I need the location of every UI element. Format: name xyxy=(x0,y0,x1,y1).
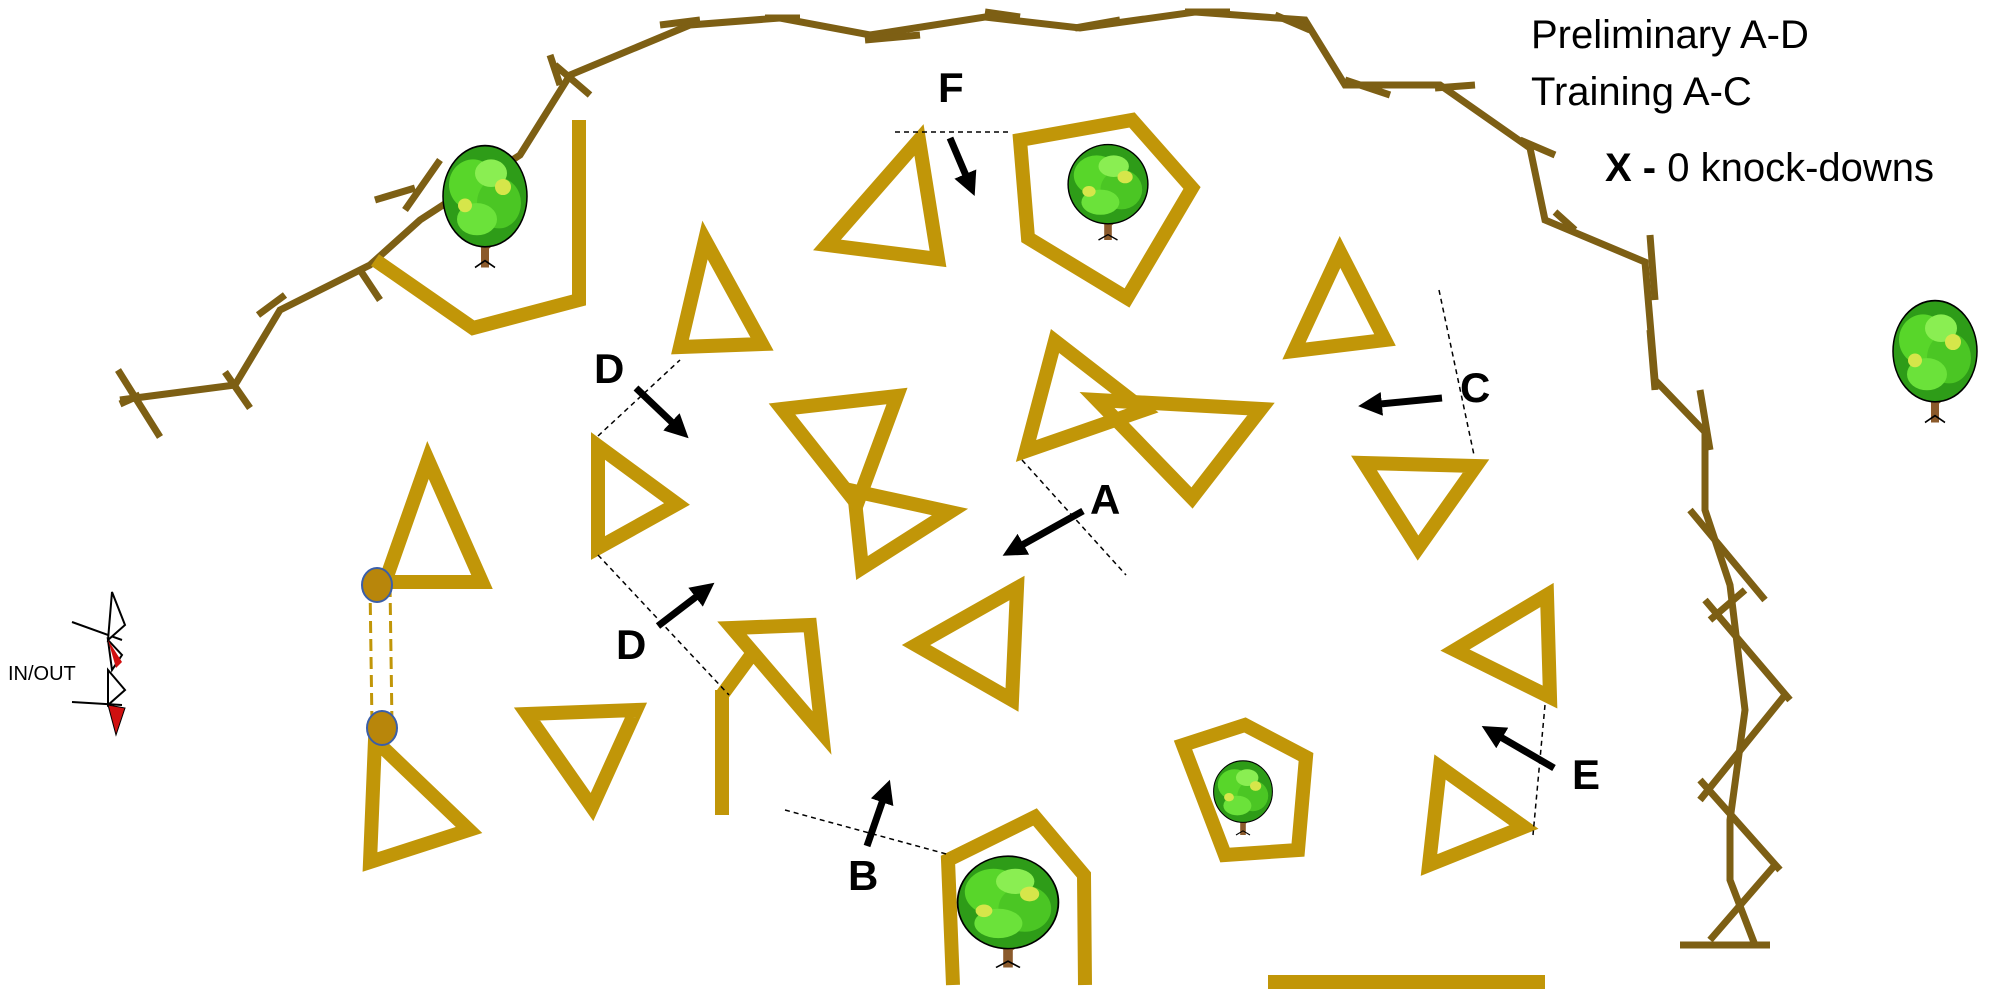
tree-icon xyxy=(958,856,1059,967)
gate-label-d-upper: D xyxy=(594,345,624,392)
jumps xyxy=(362,112,1558,989)
gate-label-b: B xyxy=(848,852,878,899)
gate-label-c: C xyxy=(1460,364,1490,411)
tree-icon xyxy=(1212,759,1274,837)
tree-icon xyxy=(1893,301,1977,423)
gate-label-f: F xyxy=(938,64,964,111)
tree-icon xyxy=(443,146,527,268)
legend-key: X - 0 knock-downs xyxy=(1605,146,1934,190)
legend-line-2: Training A-C xyxy=(1531,70,1752,114)
gate-label-a: A xyxy=(1090,476,1120,523)
tree-icon xyxy=(1066,142,1150,242)
gate-label-d-lower: D xyxy=(616,621,646,668)
gate-lines xyxy=(597,131,1546,856)
flag-icon xyxy=(71,591,127,737)
legend-line-1: Preliminary A-D xyxy=(1531,13,1809,57)
arrow-icon xyxy=(633,136,1556,848)
gate-label-e: E xyxy=(1572,751,1600,798)
start-label: IN/OUT xyxy=(8,663,76,685)
start-gate xyxy=(361,567,398,746)
